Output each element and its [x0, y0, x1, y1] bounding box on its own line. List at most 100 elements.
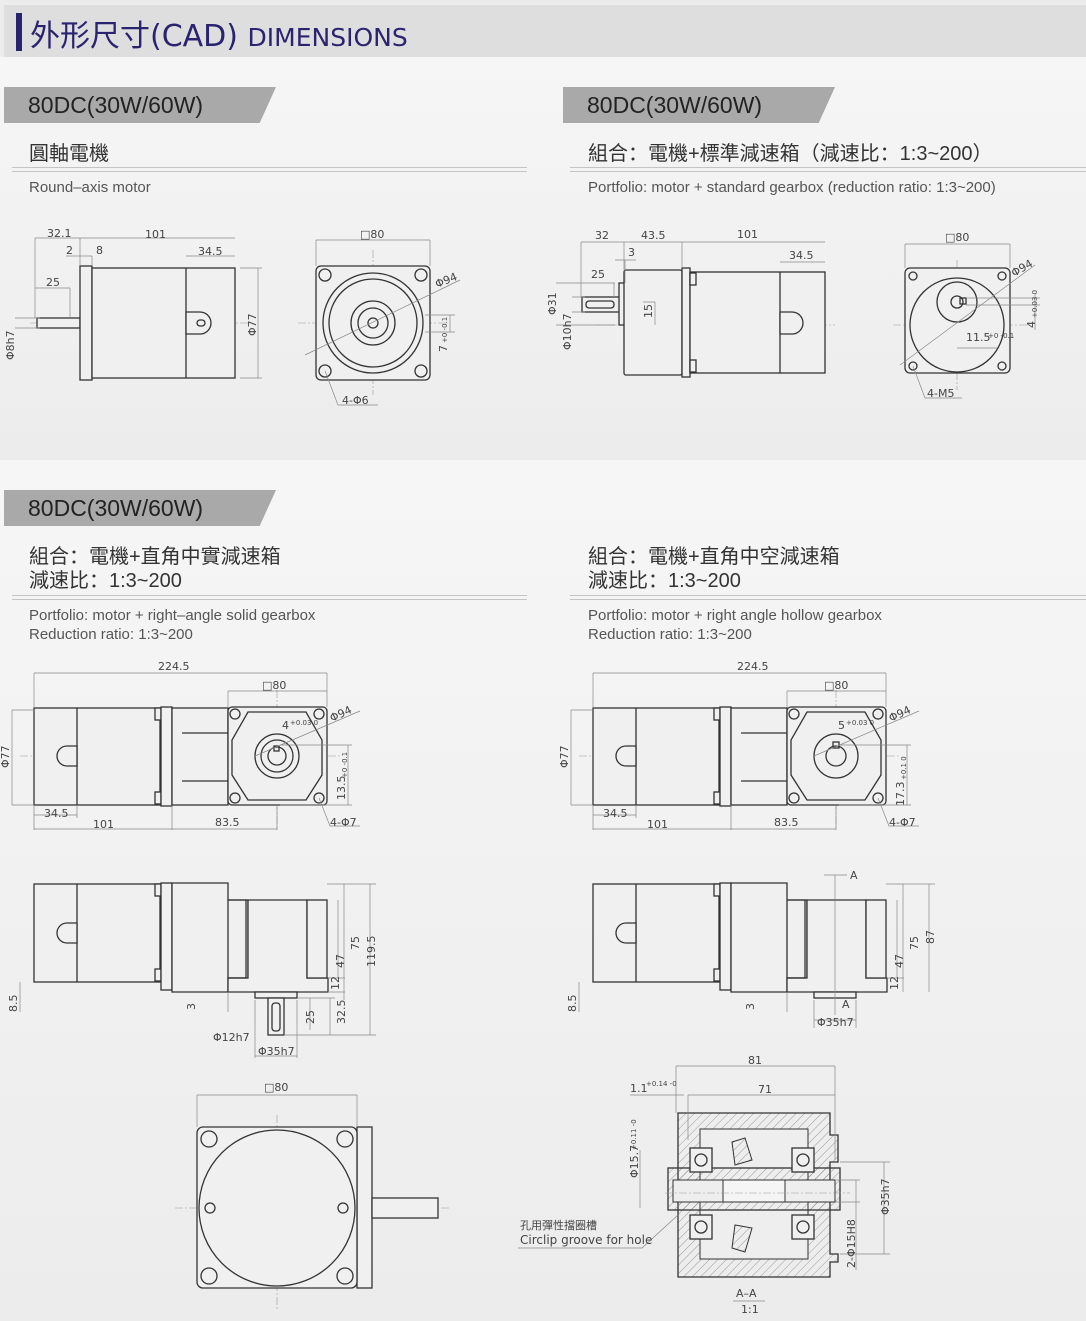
title-cn: 外形尺寸(CAD)	[30, 19, 238, 54]
dim-groove-dia-tolerance: +0.11 -0	[630, 1119, 638, 1150]
dim-gearbox-length: 83.5	[215, 816, 240, 829]
page-title: 外形尺寸(CAD) DIMENSIONS	[30, 11, 408, 55]
dim-cap: 34.5	[789, 249, 814, 262]
dim-square: □80	[945, 231, 969, 244]
dim-motor-length: 101	[93, 818, 114, 831]
drawing-solid-gearbox-side: 8.5 3 47 75 119.5 12 25 32.5 Φ12h7 Φ35h7	[7, 882, 378, 1058]
dim-groove-width: 1.1	[630, 1082, 648, 1095]
model-tag: 80DC(30W/60W)	[4, 490, 276, 526]
dim-square: □80	[360, 228, 384, 241]
dim-offset: 8.5	[7, 995, 20, 1013]
dim-key-depth-tolerance: +0 -0.1	[988, 332, 1014, 340]
dim-groove-width-tolerance: +0.14 -0	[646, 1080, 677, 1088]
dim-key-depth: 11.5	[966, 331, 991, 344]
dim-key-tolerance: +0.03 0	[846, 719, 874, 727]
dim-square: □80	[824, 679, 848, 692]
dim-key-length: 25	[46, 276, 60, 289]
dim-key-width: 4	[282, 719, 289, 732]
dim-pcd: Φ94	[433, 270, 459, 291]
dim-key-height-tolerance: +0 -0.1	[341, 752, 349, 778]
drawing-section-a-a: 81 71 1.1 +0.14 -0 Φ15.7 +0.11 -0 Φ35h7 …	[518, 1054, 892, 1316]
dim-shaft-dia: Φ12h7	[213, 1031, 250, 1044]
drawing-hollow-gearbox-side: 8.5 3 47 75 87 12 A A Φ35h7	[566, 869, 937, 1029]
dim-pilot: 3	[628, 246, 635, 259]
dim-mount-holes: 4-Φ6	[342, 394, 369, 407]
dim-height-total: 119.5	[365, 936, 378, 968]
subtitle-en-2: Reduction ratio: 1:3~200	[588, 626, 752, 643]
dim-height-75: 75	[349, 936, 362, 950]
drawing-standard-gearbox-side: 32 43.5 101 3 34.5 25 Φ31 Φ10h7 15	[546, 228, 835, 378]
dim-pcd: Φ94	[1009, 257, 1035, 280]
dim-step: 3	[744, 1003, 757, 1010]
dim-shaft-length: 32.1	[47, 227, 72, 240]
drawing-round-axis-front: □80 Φ94 7 +0 -0.1 4-Φ6	[298, 228, 461, 407]
divider	[570, 595, 1086, 600]
dim-key-height: 7	[437, 345, 450, 352]
dim-shaft-length: 32.5	[335, 1000, 348, 1025]
dim-mount-holes: 4-Φ7	[330, 816, 357, 829]
drawing-solid-gearbox-front: □80	[175, 1081, 450, 1310]
subtitle-en: Portfolio: motor + right–angle solid gea…	[29, 607, 316, 624]
dim-flange-12: 12	[329, 976, 342, 990]
dim-total-length: 224.5	[158, 660, 190, 673]
dim-body-dia: Φ77	[246, 313, 259, 336]
dim-cap: 34.5	[603, 807, 628, 820]
dim-flange: 2	[66, 244, 73, 257]
divider	[12, 167, 527, 172]
subtitle-cn: 組合：電機+直角中空減速箱	[588, 546, 840, 568]
section-marker-bottom: A	[842, 998, 850, 1011]
section-label: A–A	[736, 1287, 757, 1300]
dim-height-total: 87	[924, 930, 937, 944]
dim-motor-length: 101	[737, 228, 758, 241]
subtitle-cn: 組合：電機+直角中實減速箱	[29, 546, 281, 568]
section-marker-top: A	[850, 869, 858, 882]
dim-cap: 34.5	[44, 807, 69, 820]
dim-groove-dia: Φ15.7	[628, 1145, 641, 1178]
dim-key-height: 13.5	[335, 776, 348, 801]
title-en: DIMENSIONS	[247, 23, 408, 52]
model-tag: 80DC(30W/60W)	[4, 87, 276, 123]
subtitle-cn-2: 減速比：1:3~200	[29, 570, 182, 592]
dim-height-47: 47	[893, 954, 906, 968]
dim-shaft-dia: Φ10h7	[561, 313, 574, 350]
dim-81: 81	[748, 1054, 762, 1067]
subtitle-en: Portfolio: motor + right angle hollow ge…	[588, 607, 882, 624]
drawing-standard-gearbox-front: □80 Φ94 4 +0.03 0 11.5 +0 -0.1 4-M5	[893, 231, 1040, 400]
callout-cn: 孔用彈性擋圈槽	[520, 1218, 597, 1232]
dim-key-tolerance: +0 -0.1	[441, 317, 449, 343]
dim-shaft-length: 32	[595, 229, 609, 242]
subtitle-en-2: Reduction ratio: 1:3~200	[29, 626, 193, 643]
divider	[12, 595, 527, 600]
dim-pcd: Φ94	[328, 703, 354, 724]
dim-bore-dia: 2-Φ15H8	[845, 1219, 858, 1268]
dim-offset: 8.5	[566, 995, 579, 1013]
subtitle-en: Round–axis motor	[29, 179, 151, 196]
dim-body-dia: Φ77	[0, 745, 12, 768]
dim-71: 71	[758, 1083, 772, 1096]
divider	[570, 167, 1086, 172]
dim-key-tolerance: +0.03 0	[1031, 290, 1039, 318]
drawing-hollow-gearbox-top: 224.5 □80 Φ94 5 +0.03 0 Φ77 17.3 +0.1 0 …	[558, 660, 920, 831]
dim-key-length: 25	[591, 268, 605, 281]
dim-hollow-dia: Φ35h7	[817, 1016, 854, 1029]
dim-boss-dia: Φ35h7	[258, 1045, 295, 1058]
dim-gearbox-length: 43.5	[641, 229, 666, 242]
dim-key-width: 5	[838, 719, 845, 732]
dim-outer-dia: Φ35h7	[879, 1178, 892, 1215]
dim-motor-length: 101	[647, 818, 668, 831]
dim-body-dia: Φ77	[558, 745, 571, 768]
dim-key-length: 25	[304, 1010, 317, 1024]
dim-key-height-tolerance: +0.1 0	[900, 756, 908, 780]
page-header: 外形尺寸(CAD) DIMENSIONS	[4, 5, 1086, 57]
subtitle-cn: 圓軸電機	[29, 143, 109, 165]
dim-flange-width: 8	[96, 244, 103, 257]
dim-cap: 34.5	[198, 245, 223, 258]
dim-offset: 15	[642, 304, 655, 318]
dim-gearbox-length: 83.5	[774, 816, 799, 829]
dim-total-length: 224.5	[737, 660, 769, 673]
header-accent-bar	[16, 13, 22, 51]
dim-mount-holes: 4-M5	[927, 387, 954, 400]
dim-key-tolerance: +0.03 0	[290, 719, 318, 727]
subtitle-en: Portfolio: motor + standard gearbox (red…	[588, 179, 996, 196]
